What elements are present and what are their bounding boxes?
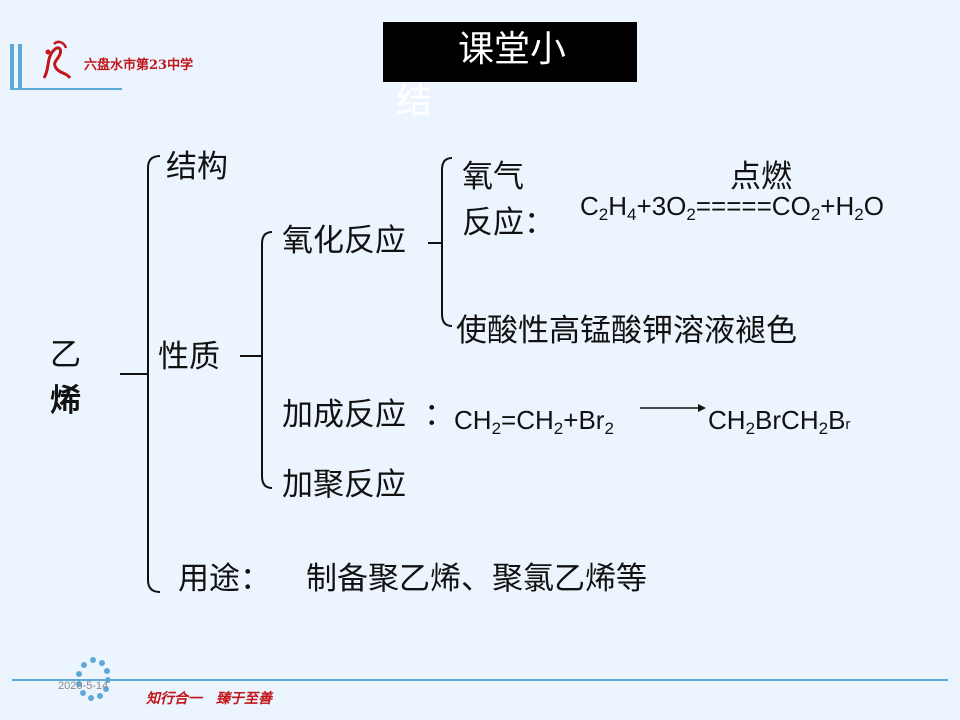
oxygen-reaction-line2: 反应： xyxy=(462,205,555,241)
title-box xyxy=(383,22,637,82)
footer-line xyxy=(12,679,948,681)
slide-title-line2: 结 xyxy=(396,81,433,122)
property-bracket xyxy=(261,231,273,489)
footer-date: 2020-5-14 xyxy=(58,680,109,692)
oxidation-bracket xyxy=(441,157,453,327)
property-addition: 加成反应 xyxy=(282,397,406,433)
arrow-head-icon xyxy=(698,404,706,412)
root-char-2: 烯 xyxy=(50,383,81,419)
reaction-condition: 点燃 xyxy=(730,159,792,195)
header-decor-bar xyxy=(18,44,22,88)
root-char-1: 乙 xyxy=(50,337,81,373)
branch-use-text: 制备聚乙烯、聚氯乙烯等 xyxy=(306,561,647,597)
property-oxidation: 氧化反应 xyxy=(282,223,406,259)
kmno4-decolorize: 使酸性高锰酸钾溶液褪色 xyxy=(456,313,797,349)
property-addition-colon: ： xyxy=(424,397,455,433)
oxygen-reaction-line1: 氧气 xyxy=(462,159,524,195)
header-decor-line xyxy=(10,88,122,90)
branch-use-label: 用途： xyxy=(178,561,271,597)
addition-equation-left: CH2=CH2+Br2 xyxy=(454,405,614,438)
decor-ring-icon xyxy=(76,657,110,701)
header-decor-bar xyxy=(10,44,14,88)
addition-equation-right: CH2BrCH2Br xyxy=(708,405,851,438)
branch-property: 性质 xyxy=(158,339,220,375)
school-logo-icon xyxy=(42,40,72,79)
combustion-equation: C2H4+3O2=====CO2+H2O xyxy=(580,191,884,224)
branch-structure: 结构 xyxy=(166,149,228,185)
slide-title-line1: 课堂小 xyxy=(458,29,567,70)
school-name: 六盘水市第23中学 xyxy=(84,58,194,73)
property-polymerization: 加聚反应 xyxy=(282,467,406,503)
footer-motto: 知行合一 臻于至善 xyxy=(146,691,272,707)
